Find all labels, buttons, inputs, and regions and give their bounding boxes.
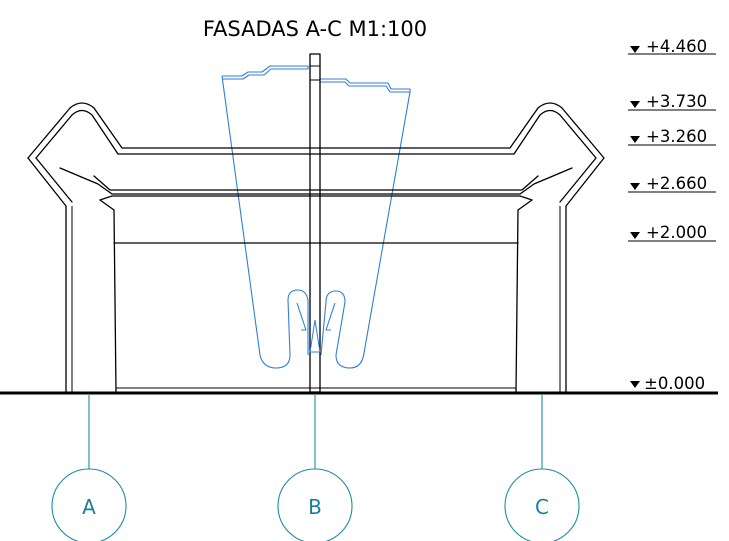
axis-label: B [308, 495, 322, 519]
level-marker: +3.730 [628, 92, 716, 111]
axis-label: A [82, 495, 96, 519]
drawing-title: FASADAS A-C M1:100 [203, 17, 427, 41]
level-label: +2.000 [646, 223, 707, 242]
panel-outline-left [221, 65, 309, 369]
axis-label: C [535, 495, 549, 519]
level-label: +4.460 [646, 37, 707, 56]
level-label: +2.660 [646, 174, 707, 193]
level-marker: +2.660 [628, 174, 716, 193]
axis-marker-b: B [277, 395, 353, 541]
level-label: +3.730 [646, 92, 707, 111]
axis-marker-a: A [51, 395, 127, 541]
axis-marker-c: C [504, 395, 580, 541]
central-column [309, 53, 321, 393]
panel-outline-right [320, 78, 411, 369]
level-marker: +3.260 [628, 127, 716, 146]
level-marker: +2.000 [628, 223, 716, 242]
level-label: +3.260 [646, 127, 707, 146]
canopy-roof [27, 102, 605, 393]
level-marker: +4.460 [628, 37, 716, 56]
level-label: ±0.000 [644, 374, 705, 393]
level-marker: ±0.000 [630, 374, 705, 393]
